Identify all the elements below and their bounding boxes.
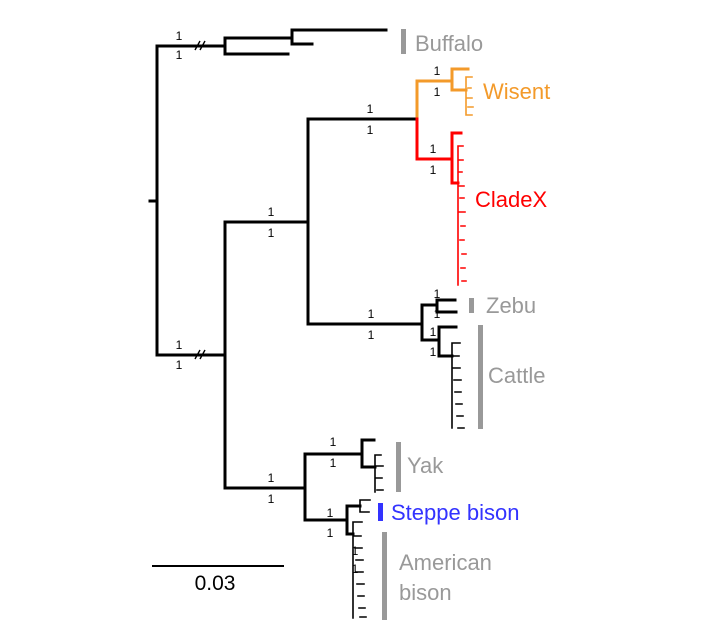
support-yak-bottom: 1 [330,456,337,470]
support-cladex-bottom: 1 [430,163,437,177]
american-bison-label-line2: bison [399,580,452,605]
yak-clade-bar [396,442,401,492]
support-wisent-bottom: 1 [434,85,441,99]
cattle-zebu-subtree [420,298,465,429]
buffalo-subtree [223,28,388,56]
buffalo-branches [223,36,294,56]
break-mark-buffalo [194,40,206,51]
support-cattle-zebu-bottom: 1 [368,328,375,342]
support-cladex-top: 1 [430,142,437,156]
yak-bison-branches [303,452,364,522]
buffalo-clade-bar [401,29,406,54]
american-bison-leaves [352,521,367,619]
support-wisent-cladex-top: 1 [367,102,374,116]
yak-leaves [374,454,384,493]
scale-bar: 0.03 [152,565,284,595]
steppe-bison-clade-bar [378,503,383,521]
support-bison-top: 1 [327,506,334,520]
support-values: 1 1 1 1 1 1 1 1 1 1 1 1 1 1 1 1 1 1 1 1 … [176,29,441,576]
support-cattle-zebu-top: 1 [368,307,375,321]
yak-internal [360,438,377,469]
zebu-label: Zebu [486,293,536,318]
support-zebu-top: 1 [434,287,441,301]
cattle-label: Cattle [488,363,545,388]
support-american-bison-top: 1 [352,544,359,558]
support-zebu-bottom: 1 [434,307,441,321]
steppe-bison-label: Steppe bison [391,500,519,525]
yak-label: Yak [407,453,444,478]
cattle-internal [437,325,458,358]
cattle-zebu-branches [420,303,441,342]
clade-labels: Buffalo Wisent CladeX Zebu Cattle Yak St… [391,31,550,605]
break-mark-ingroup [194,349,206,360]
ingroup-backbone [223,117,424,490]
american-bison-clade-bar [382,532,387,620]
cattle-leaves [451,342,465,429]
american-bison-label-line1: American [399,550,492,575]
support-yak-top: 1 [330,435,337,449]
scale-bar-label: 0.03 [195,572,236,595]
branch-break-marks [194,40,206,360]
support-buffalo-root-top: 1 [176,29,183,43]
support-wisent-cladex-bottom: 1 [367,123,374,137]
support-cattle-bottom: 1 [430,345,437,359]
root-branches [148,44,227,357]
steppe-bison-leaves [359,499,371,513]
buffalo-label: Buffalo [415,31,483,56]
support-taurine-bottom: 1 [268,226,275,240]
wisent-subtree [415,67,474,121]
cladex-subtree [415,117,467,286]
zebu-clade-bar [469,298,474,313]
support-wisent-top: 1 [434,64,441,78]
support-taurine-top: 1 [268,205,275,219]
support-yak-bison-top: 1 [268,471,275,485]
cladex-internal [450,131,463,185]
buffalo-tips [290,28,388,46]
zebu-tips [435,298,458,314]
support-bison-bottom: 1 [327,526,334,540]
support-buffalo-root-bottom: 1 [176,48,183,62]
support-american-bison-bottom: 1 [352,562,359,576]
wisent-leaves [465,76,474,116]
support-yak-bison-bottom: 1 [268,492,275,506]
yak-bison-subtree [303,438,384,619]
clade-bars [378,29,483,620]
support-outgroup-root-bottom: 1 [176,358,183,372]
cattle-clade-bar [478,325,483,429]
support-outgroup-root-top: 1 [176,338,183,352]
wisent-label: Wisent [483,79,550,104]
support-cattle-top: 1 [430,325,437,339]
cladex-leaves [457,145,467,286]
bison-internal [345,504,362,536]
cladex-label: CladeX [475,187,547,212]
wisent-internal [450,67,470,92]
